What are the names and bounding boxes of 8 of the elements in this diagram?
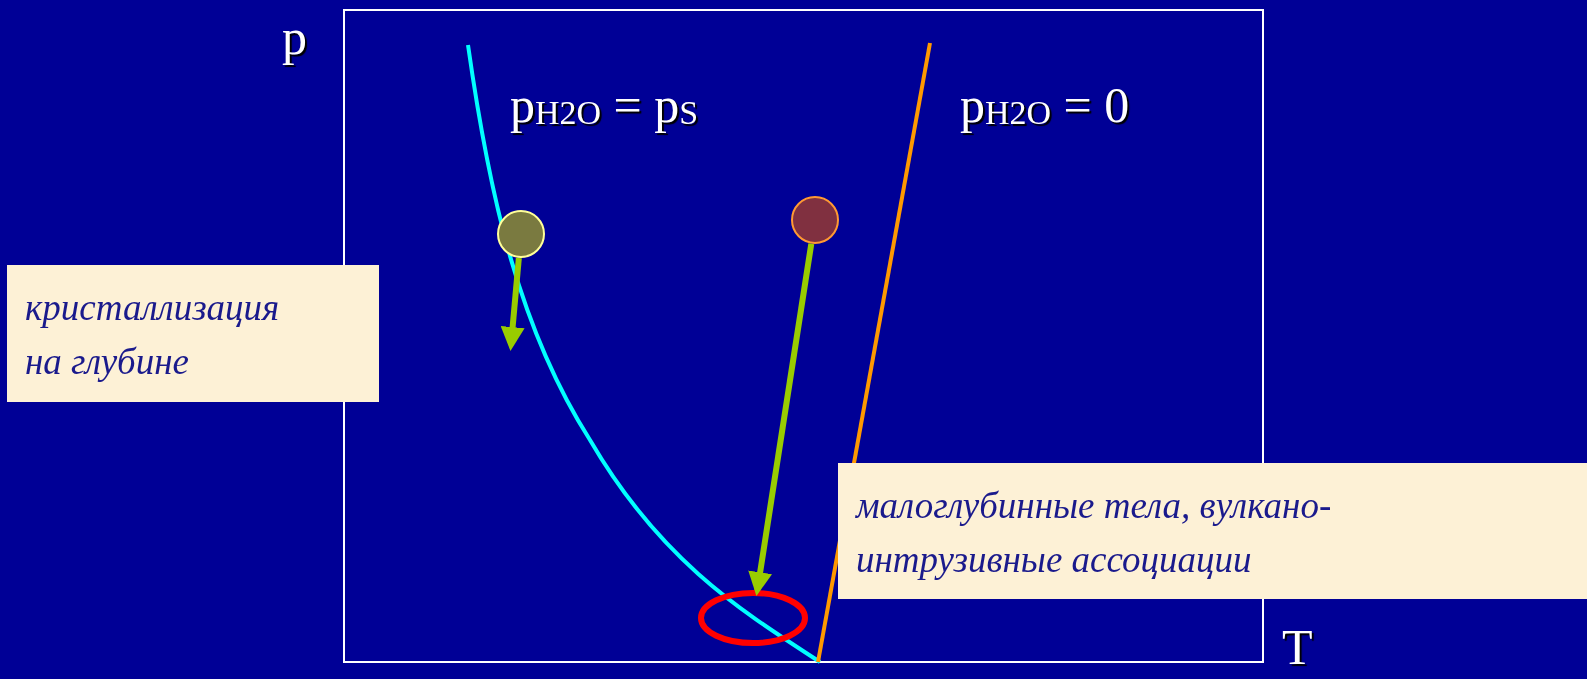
magma-body-marker xyxy=(791,196,839,244)
note-box: кристаллизация на глубине xyxy=(7,265,379,402)
arrow xyxy=(748,243,815,596)
axis-label: T xyxy=(1282,622,1313,672)
highlight-ellipse xyxy=(698,590,808,646)
magma-body-marker xyxy=(497,210,545,258)
arrow xyxy=(500,257,525,351)
note-box: малоглубинные тела, вулкано-интрузивные ассоциации xyxy=(838,463,1587,599)
